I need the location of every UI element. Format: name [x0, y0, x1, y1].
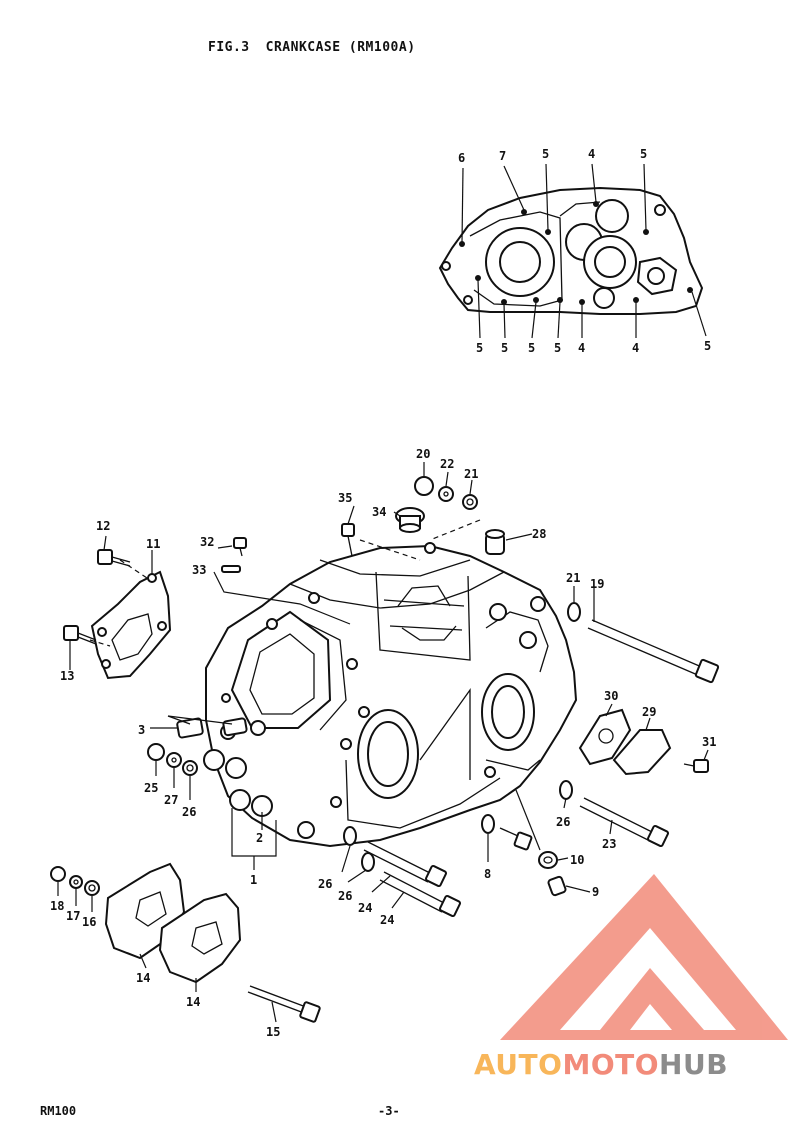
callout-26-right: 26: [556, 815, 570, 829]
part-30-plate: [578, 708, 632, 766]
inset-callout-5-bottom-c: 5: [528, 341, 535, 355]
part-11-cover-plate: [90, 570, 172, 680]
part-12-bolt: [97, 549, 131, 567]
part-26-washers-lower: [343, 826, 375, 872]
callout-2: 2: [256, 831, 263, 845]
part-8-bolt: [499, 827, 533, 851]
callout-14-b: 14: [186, 995, 200, 1009]
inset-crankcase-view: 6 7 5 4 5 5 5 5 5 4 4 5: [438, 147, 711, 355]
inset-callout-5-top-a: 5: [542, 147, 549, 161]
callout-32: 32: [200, 535, 214, 549]
part-24-bolt-b: [379, 871, 462, 918]
part-3-dowels: [176, 717, 248, 739]
part-31-bolt: [683, 759, 709, 773]
inset-callout-5-bottom-e: 5: [704, 339, 711, 353]
part-35-bolt: [341, 523, 355, 557]
callout-29: 29: [642, 705, 656, 719]
callout-24-b: 24: [380, 913, 394, 927]
part-9-plug: [547, 875, 567, 897]
watermark-logo-icon: [500, 874, 788, 1040]
part-15-stud: [247, 985, 321, 1023]
part-14-plate-b: [158, 892, 242, 984]
callout-26-lower-a: 26: [318, 877, 332, 891]
callout-8: 8: [484, 867, 491, 881]
callout-35: 35: [338, 491, 352, 505]
part-20-22-fasteners: [414, 476, 478, 510]
footer-model: RM100: [40, 1104, 77, 1118]
callout-19: 19: [590, 577, 604, 591]
callout-33: 33: [192, 563, 206, 577]
callout-11: 11: [146, 537, 160, 551]
inset-callout-7: 7: [499, 149, 506, 163]
part-19-long-bolt: [587, 619, 720, 684]
part-34-plug: [395, 507, 425, 533]
part-23-bolt: [579, 797, 670, 848]
inset-callout-4-top: 4: [588, 147, 595, 161]
inset-callout-5-bottom-d: 5: [554, 341, 561, 355]
callout-21-top: 21: [464, 467, 478, 481]
callout-26-left: 26: [182, 805, 196, 819]
inset-callout-4-bottom-b: 4: [632, 341, 639, 355]
part-29-plate: [612, 729, 672, 776]
crankcase-assembly: [203, 542, 578, 848]
callout-22: 22: [440, 457, 454, 471]
callout-3: 3: [138, 723, 145, 737]
watermark-text: AUTOMOTOHUB: [474, 1048, 729, 1081]
part-33-screw: [221, 565, 241, 573]
figure-title: FIG.3 CRANKCASE (RM100A): [208, 40, 416, 55]
inset-callout-5-bottom-b: 5: [501, 341, 508, 355]
part-8-washer: [481, 814, 495, 834]
part-13-bolt: [63, 625, 97, 645]
part-16-18-fasteners: [50, 866, 100, 896]
callout-30: 30: [604, 689, 618, 703]
callout-26-lower-b: 26: [338, 889, 352, 903]
part-21-washer-right: [567, 602, 581, 622]
callout-1: 1: [250, 873, 257, 887]
callout-10: 10: [570, 853, 584, 867]
callout-28: 28: [532, 527, 546, 541]
figure-number: FIG.3: [208, 40, 250, 55]
callout-34: 34: [372, 505, 386, 519]
callout-24-a: 24: [358, 901, 372, 915]
part-26-washer-right: [559, 780, 573, 800]
callout-18: 18: [50, 899, 64, 913]
footer-page-number: -3-: [378, 1104, 400, 1118]
part-24-bolt-a: [363, 841, 448, 888]
callout-25: 25: [144, 781, 158, 795]
inset-callout-4-bottom-a: 4: [578, 341, 585, 355]
leader-lines: [57, 462, 709, 1023]
part-10-seal: [538, 851, 558, 869]
callout-12: 12: [96, 519, 110, 533]
part-25-27-fasteners: [147, 743, 198, 776]
callout-14-a: 14: [136, 971, 150, 985]
callout-21-right: 21: [566, 571, 580, 585]
callout-27: 27: [164, 793, 178, 807]
callout-20: 20: [416, 447, 430, 461]
callout-13: 13: [60, 669, 74, 683]
callout-16: 16: [82, 915, 96, 929]
callout-15: 15: [266, 1025, 280, 1039]
inset-callout-5-bottom-a: 5: [476, 341, 483, 355]
part-28-cap: [485, 529, 505, 555]
callout-31: 31: [702, 735, 716, 749]
inset-callout-5-top-b: 5: [640, 147, 647, 161]
callout-23: 23: [602, 837, 616, 851]
figure-caption: CRANKCASE (RM100A): [265, 40, 416, 55]
callout-numbers: 12 11 13 32 33 35 34 20 22 21 28 21 19 3…: [50, 447, 716, 1039]
part-32-bolt: [233, 537, 247, 557]
callout-17: 17: [66, 909, 80, 923]
inset-callout-6: 6: [458, 151, 465, 165]
callout-9: 9: [592, 885, 599, 899]
